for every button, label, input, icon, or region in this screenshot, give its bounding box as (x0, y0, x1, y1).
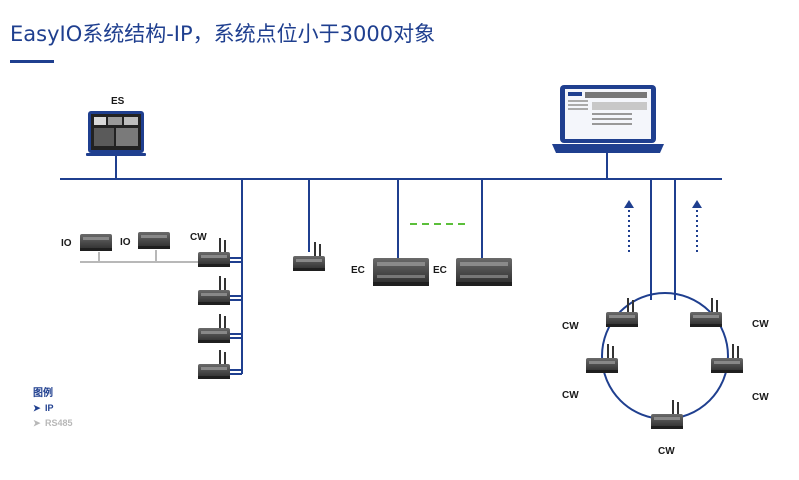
io-module-2 (138, 232, 170, 249)
label-cw-top: CW (190, 232, 207, 243)
label-ring-cw-left: CW (562, 321, 579, 332)
label-ring-cw-lower-left: CW (562, 390, 579, 401)
cw-controller-3 (197, 313, 231, 344)
label-ec-1: EC (351, 265, 365, 276)
ec-controller-2 (456, 258, 512, 286)
page-title: EasyIO系统结构-IP，系统点位小于3000对象 (10, 22, 436, 46)
label-ec-2: EC (433, 265, 447, 276)
legend-title: 图例 (33, 388, 53, 399)
label-ring-cw-lower-right: CW (752, 392, 769, 403)
ring-network (601, 292, 729, 420)
label-io-1: IO (61, 238, 72, 249)
ring-cw-bottom (650, 399, 684, 430)
es-server (86, 111, 146, 156)
chevron-right-icon: ➤ (33, 403, 41, 413)
ring-cw-left (605, 297, 639, 328)
chevron-right-icon: ➤ (33, 418, 41, 428)
io-module-1 (80, 234, 112, 251)
cw-controller-2 (197, 275, 231, 306)
label-io-2: IO (120, 237, 131, 248)
ec-controller-1 (373, 258, 429, 286)
ring-cw-right (689, 297, 723, 328)
legend-item-ip: ➤ IP (33, 403, 73, 414)
legend-label-ip: IP (45, 403, 54, 413)
title-underline (10, 60, 54, 63)
cw-controller-4 (197, 349, 231, 380)
dotted-arrow-left (624, 200, 634, 252)
dotted-arrow-right (692, 200, 702, 252)
laptop-workstation (552, 85, 664, 153)
legend-item-rs485: ➤ RS485 (33, 418, 73, 429)
label-ring-cw-bottom: CW (658, 446, 675, 457)
label-ring-cw-right: CW (752, 319, 769, 330)
label-es: ES (111, 96, 125, 107)
legend: 图例 ➤ IP ➤ RS485 (33, 384, 73, 429)
legend-label-rs485: RS485 (45, 418, 73, 428)
